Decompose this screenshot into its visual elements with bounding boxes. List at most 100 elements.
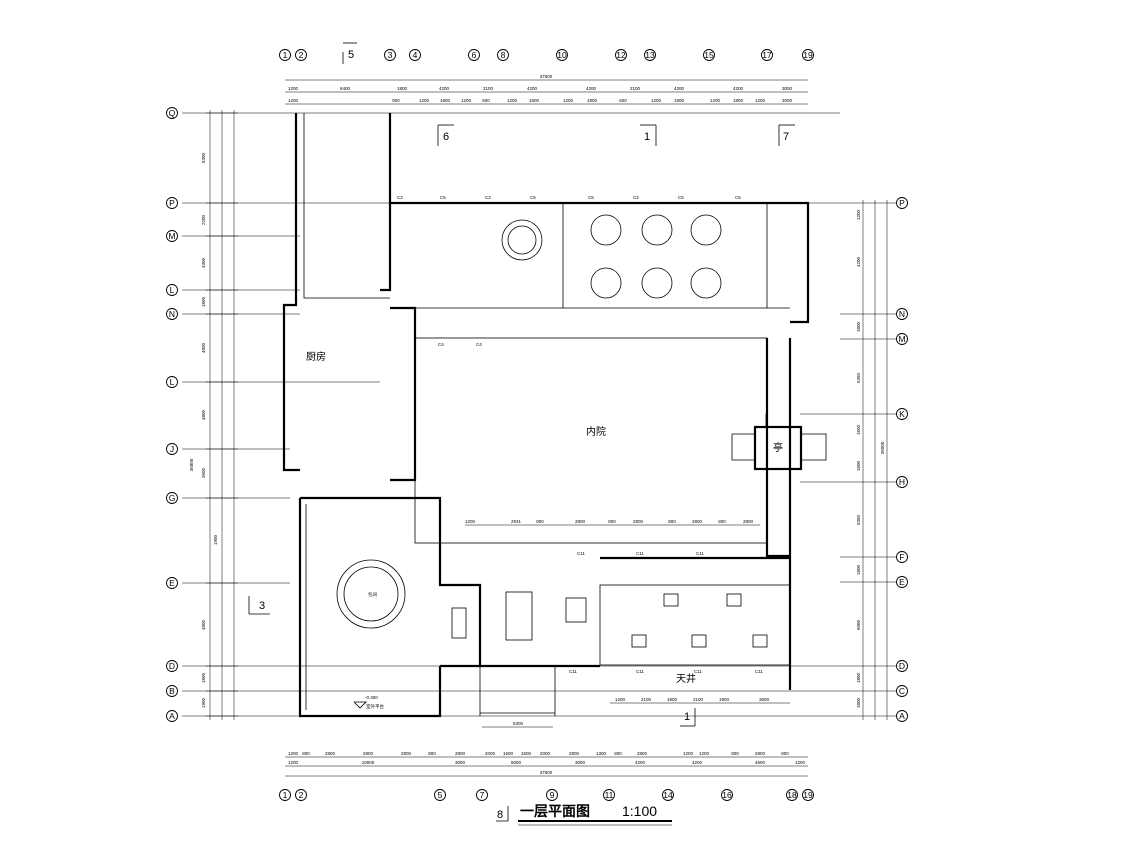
svg-text:H: H	[899, 477, 905, 487]
svg-text:2800: 2800	[363, 751, 374, 756]
svg-text:1200: 1200	[710, 98, 721, 103]
svg-text:1200: 1200	[465, 519, 476, 524]
svg-text:1800: 1800	[529, 98, 540, 103]
svg-text:2800: 2800	[755, 751, 766, 756]
svg-text:1200: 1200	[288, 760, 299, 765]
svg-text:3000: 3000	[575, 760, 586, 765]
svg-text:3: 3	[259, 600, 265, 612]
svg-text:C11: C11	[636, 551, 644, 556]
svg-text:1200: 1200	[755, 98, 766, 103]
svg-text:4200: 4200	[439, 86, 450, 91]
svg-text:Q: Q	[169, 108, 176, 118]
svg-text:C5: C5	[440, 195, 446, 200]
svg-text:1800: 1800	[440, 98, 451, 103]
svg-text:1200: 1200	[563, 98, 574, 103]
svg-text:7: 7	[480, 790, 485, 800]
svg-text:900: 900	[392, 98, 400, 103]
svg-text:C11: C11	[696, 551, 704, 556]
svg-text:800: 800	[718, 519, 726, 524]
svg-text:4200: 4200	[635, 760, 646, 765]
svg-text:4200: 4200	[527, 86, 538, 91]
svg-text:C5: C5	[530, 195, 536, 200]
bottom-dimensions: 1200 800 2800 2800 2800 800 2800 2000 15…	[285, 751, 808, 777]
right-axis-bubbles: P N M K H F E D C A	[896, 197, 908, 722]
bottom-axis-bubbles: 1 2 5 7 9 11 14 16 18 19	[279, 789, 814, 801]
svg-text:800: 800	[428, 751, 436, 756]
svg-text:1: 1	[283, 50, 288, 60]
svg-text:800: 800	[302, 751, 310, 756]
svg-text:8: 8	[501, 50, 506, 60]
svg-text:1200: 1200	[288, 751, 299, 756]
svg-text:800: 800	[668, 519, 676, 524]
room-labels: 厨房 内院 亭 天井	[306, 350, 783, 685]
svg-text:1200: 1200	[461, 98, 472, 103]
svg-text:4200: 4200	[692, 760, 703, 765]
svg-text:4200: 4200	[586, 86, 597, 91]
title-mark: 8	[497, 809, 503, 821]
svg-text:3000: 3000	[455, 760, 466, 765]
svg-text:2800: 2800	[637, 751, 648, 756]
svg-text:D: D	[169, 661, 175, 671]
svg-text:5000: 5000	[511, 760, 522, 765]
svg-text:2800: 2800	[575, 519, 586, 524]
svg-text:3: 3	[388, 50, 393, 60]
svg-text:1800: 1800	[856, 697, 861, 708]
svg-text:2200: 2200	[201, 214, 206, 225]
svg-text:19: 19	[803, 790, 813, 800]
svg-text:800: 800	[608, 519, 616, 524]
svg-text:G: G	[169, 493, 176, 503]
svg-text:1800: 1800	[856, 564, 861, 575]
svg-text:1: 1	[684, 711, 690, 723]
round-tables	[336, 214, 722, 629]
svg-text:2800: 2800	[633, 519, 644, 524]
svg-text:1200: 1200	[507, 98, 518, 103]
window-labels: C2 C5 C2 C5 C5 C2 C5 C5 C4 C4 C11 C11 C1…	[397, 195, 763, 674]
svg-text:4: 4	[413, 50, 418, 60]
svg-text:5300: 5300	[513, 721, 524, 726]
svg-text:4300: 4300	[201, 257, 206, 268]
svg-text:1200: 1200	[615, 697, 626, 702]
svg-text:C2: C2	[485, 195, 491, 200]
svg-text:C2: C2	[633, 195, 639, 200]
svg-text:1900: 1900	[719, 697, 730, 702]
svg-text:17: 17	[762, 50, 772, 60]
svg-text:2: 2	[299, 790, 304, 800]
svg-text:600: 600	[619, 98, 627, 103]
svg-text:J: J	[170, 444, 174, 454]
svg-text:E: E	[899, 577, 905, 587]
svg-text:C11: C11	[755, 669, 763, 674]
svg-text:5350: 5350	[856, 514, 861, 525]
svg-text:1800: 1800	[674, 98, 685, 103]
svg-text:1500: 1500	[503, 751, 514, 756]
svg-text:4200: 4200	[674, 86, 685, 91]
svg-text:M: M	[168, 231, 175, 241]
title-scale: 1:100	[622, 803, 657, 819]
left-dimensions: 6300 2200 4300 1800 4800 4800 3600 1900 …	[189, 110, 238, 720]
svg-text:10: 10	[557, 50, 567, 60]
svg-text:10000: 10000	[362, 760, 375, 765]
svg-text:A: A	[899, 711, 905, 721]
svg-text:C11: C11	[577, 551, 585, 556]
svg-text:1200: 1200	[419, 98, 430, 103]
svg-text:2000: 2000	[485, 751, 496, 756]
svg-text:2100: 2100	[693, 697, 704, 702]
svg-text:3000: 3000	[782, 98, 793, 103]
svg-text:4200: 4200	[856, 256, 861, 267]
svg-text:E: E	[169, 578, 175, 588]
svg-text:1200: 1200	[856, 209, 861, 220]
pavilion-label: 亭	[773, 441, 783, 454]
svg-text:1800: 1800	[201, 296, 206, 307]
svg-text:C11: C11	[694, 669, 702, 674]
svg-text:1200: 1200	[288, 98, 299, 103]
svg-text:9: 9	[550, 790, 555, 800]
svg-text:600: 600	[482, 98, 490, 103]
svg-text:4800: 4800	[201, 342, 206, 353]
svg-text:1200: 1200	[651, 98, 662, 103]
svg-text:2100: 2100	[641, 697, 652, 702]
svg-text:C4: C4	[476, 342, 482, 347]
svg-text:-0.300: -0.300	[365, 695, 378, 700]
svg-text:1200: 1200	[288, 86, 299, 91]
svg-text:3600: 3600	[201, 467, 206, 478]
svg-text:1200: 1200	[699, 751, 710, 756]
